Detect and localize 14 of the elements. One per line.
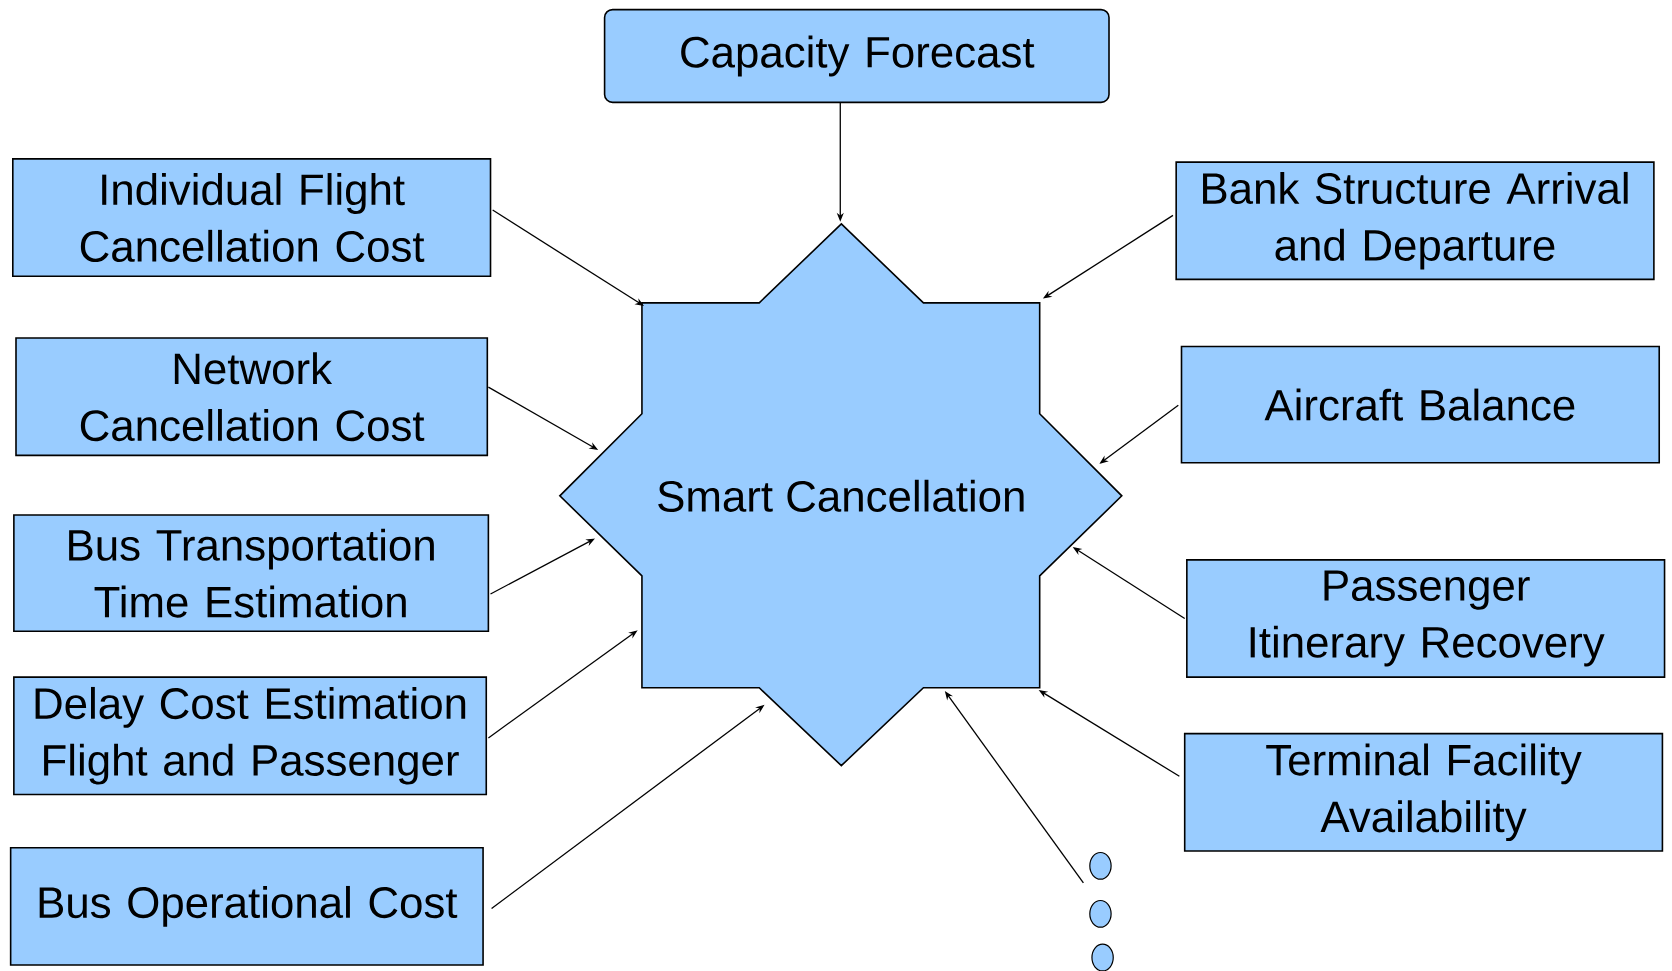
factor-box: Bus Transportation Time Estimation <box>13 514 490 632</box>
factor-box: Bank Structure Arrival and Departure <box>1175 161 1655 280</box>
factor-box: Network Cancellation Cost <box>15 337 489 456</box>
ellipsis-dot <box>1091 943 1114 971</box>
factor-box: Individual Flight Cancellation Cost <box>12 157 492 277</box>
ellipsis-dot <box>1089 851 1112 880</box>
arrow <box>489 538 595 595</box>
factor-box: Bus Operational Cost <box>9 846 484 966</box>
factor-box: Terminal Facility Availability <box>1183 732 1664 852</box>
factor-box: Aircraft Balance <box>1180 345 1660 464</box>
factor-box: Delay Cost Estimation Flight and Passenger <box>13 676 488 795</box>
factor-box: Passenger Itinerary Recovery <box>1186 558 1666 678</box>
forecast-box: Capacity Forecast <box>603 8 1110 103</box>
ellipsis-dot <box>1089 899 1112 928</box>
